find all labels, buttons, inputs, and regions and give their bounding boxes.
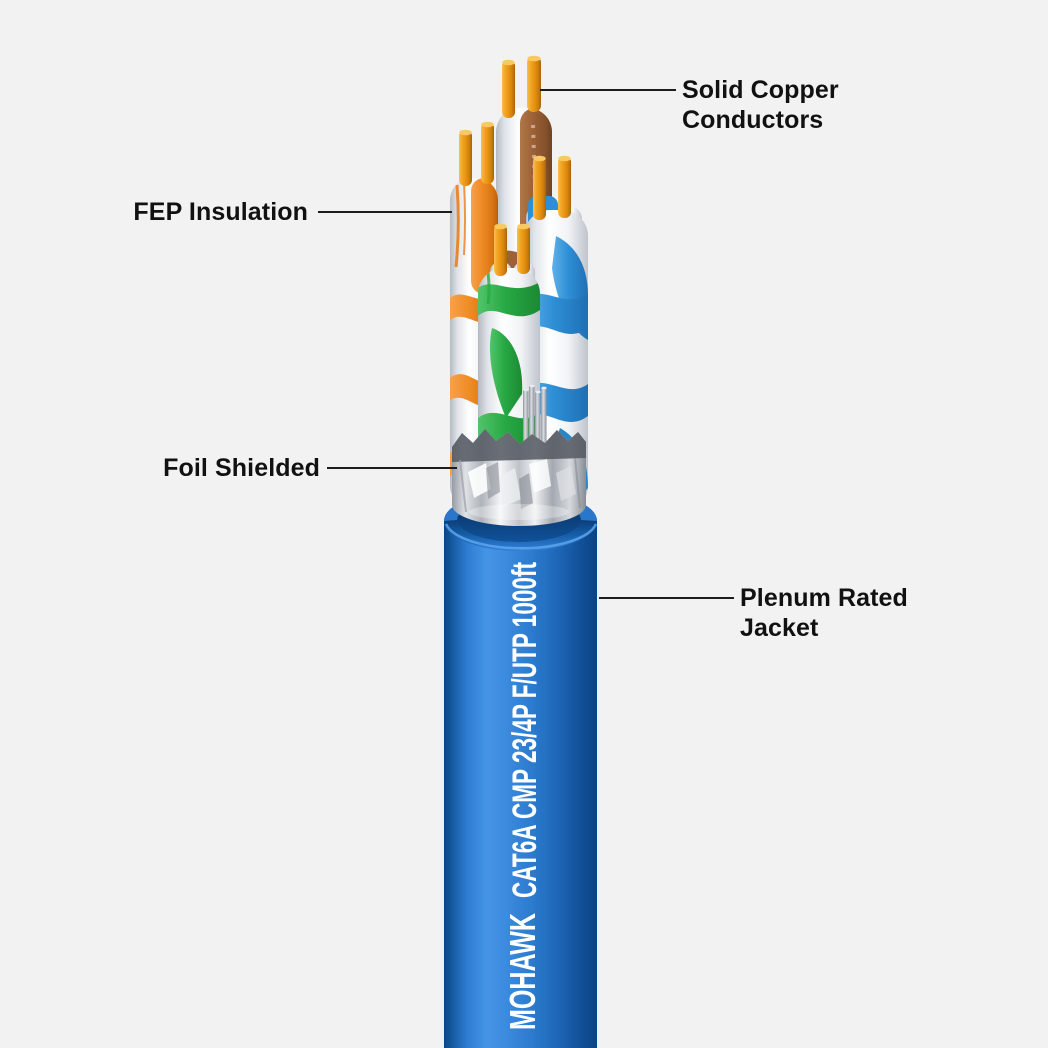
- callout-label-solid-copper-conductors: Solid Copper Conductors: [682, 76, 839, 134]
- copper-pin: [502, 60, 515, 118]
- copper-pin: [558, 156, 571, 218]
- callout-label-plenum-rated-jacket: Plenum Rated Jacket: [740, 584, 908, 642]
- callout-label-foil-shielded: Foil Shielded: [163, 454, 320, 482]
- jacket-rim: [444, 520, 598, 551]
- copper-pin: [459, 130, 472, 186]
- callout-label-fep-insulation: FEP Insulation: [133, 198, 308, 226]
- filler-wires: [523, 384, 547, 460]
- copper-pin: [527, 56, 541, 112]
- foil-shield: [452, 429, 586, 526]
- cable-print-brand: MOHAWK: [502, 913, 543, 1030]
- copper-pin: [481, 122, 494, 184]
- copper-pin: [517, 224, 530, 274]
- copper-pin: [533, 156, 546, 220]
- copper-pin: [494, 224, 507, 276]
- cable-print-spec: CAT6A CMP 23/4P F/UTP 1000ft: [506, 562, 544, 898]
